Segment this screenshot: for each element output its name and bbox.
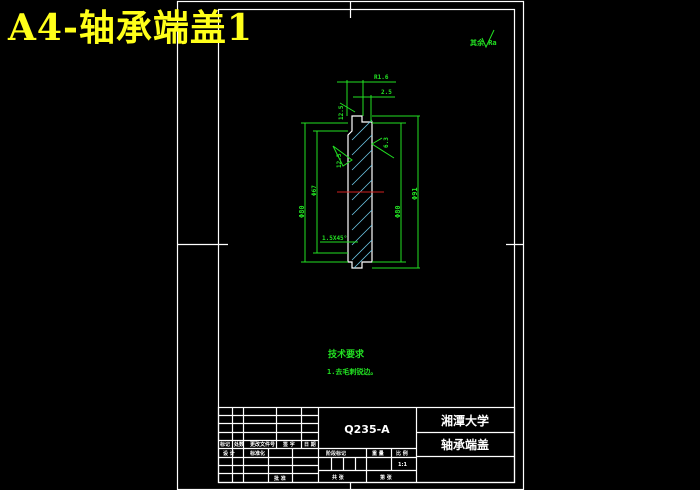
svg-text:2.5: 2.5 (381, 89, 392, 96)
svg-text:12.5: 12.5 (338, 105, 345, 120)
svg-text:1.去毛刺锐边。: 1.去毛刺锐边。 (327, 367, 377, 376)
surface-finish-note: 其余 Ra (470, 29, 497, 49)
svg-text:Φ67: Φ67 (311, 185, 318, 196)
svg-text:批 准: 批 准 (274, 475, 286, 482)
part-section (337, 115, 384, 269)
school-name: 湘潭大学 (441, 413, 489, 428)
svg-text:重 量: 重 量 (372, 450, 384, 457)
svg-text:阶段标记: 阶段标记 (326, 450, 346, 457)
section-hatch (351, 119, 373, 269)
svg-text:Φ80: Φ80 (298, 205, 306, 218)
svg-text:Φ91: Φ91 (411, 187, 419, 200)
part-name: 轴承端盖 (441, 437, 489, 452)
dimension-lines (301, 80, 420, 269)
svg-text:日 期: 日 期 (304, 441, 316, 448)
svg-text:Φ80: Φ80 (394, 205, 402, 218)
dimension-text: R1.6 2.5 12.5 Φ80 Φ67 Φ80 Φ91 12.5 6.3 1… (298, 74, 419, 242)
title-block: 标记 处数 更改文件号 签 字 日 期 设 计 标准化 批 准 Q235-A 阶… (217, 406, 516, 484)
svg-text:其余 Ra: 其余 Ra (470, 38, 497, 47)
svg-text:标准化: 标准化 (249, 450, 265, 457)
title-overlay: A4-轴承端盖1 (8, 7, 253, 49)
svg-text:共 张: 共 张 (332, 474, 345, 481)
material-label: Q235-A (344, 423, 390, 436)
roughness-check-icon (481, 29, 495, 49)
svg-text:比 例: 比 例 (396, 450, 408, 457)
svg-text:第 张: 第 张 (380, 474, 393, 481)
svg-text:12.5: 12.5 (336, 153, 343, 168)
svg-text:6.3: 6.3 (383, 137, 390, 148)
svg-text:更改文件号: 更改文件号 (250, 441, 275, 448)
svg-text:1:1: 1:1 (398, 462, 407, 468)
svg-text:设 计: 设 计 (223, 450, 235, 457)
technical-requirements: 技术要求 1.去毛刺锐边。 (327, 348, 377, 376)
svg-text:签 字: 签 字 (282, 441, 295, 448)
svg-text:1.5X45°: 1.5X45° (322, 235, 347, 242)
svg-text:标记: 标记 (219, 441, 230, 448)
svg-text:处数: 处数 (233, 441, 245, 448)
svg-text:R1.6: R1.6 (374, 74, 389, 81)
svg-text:技术要求: 技术要求 (328, 348, 365, 360)
